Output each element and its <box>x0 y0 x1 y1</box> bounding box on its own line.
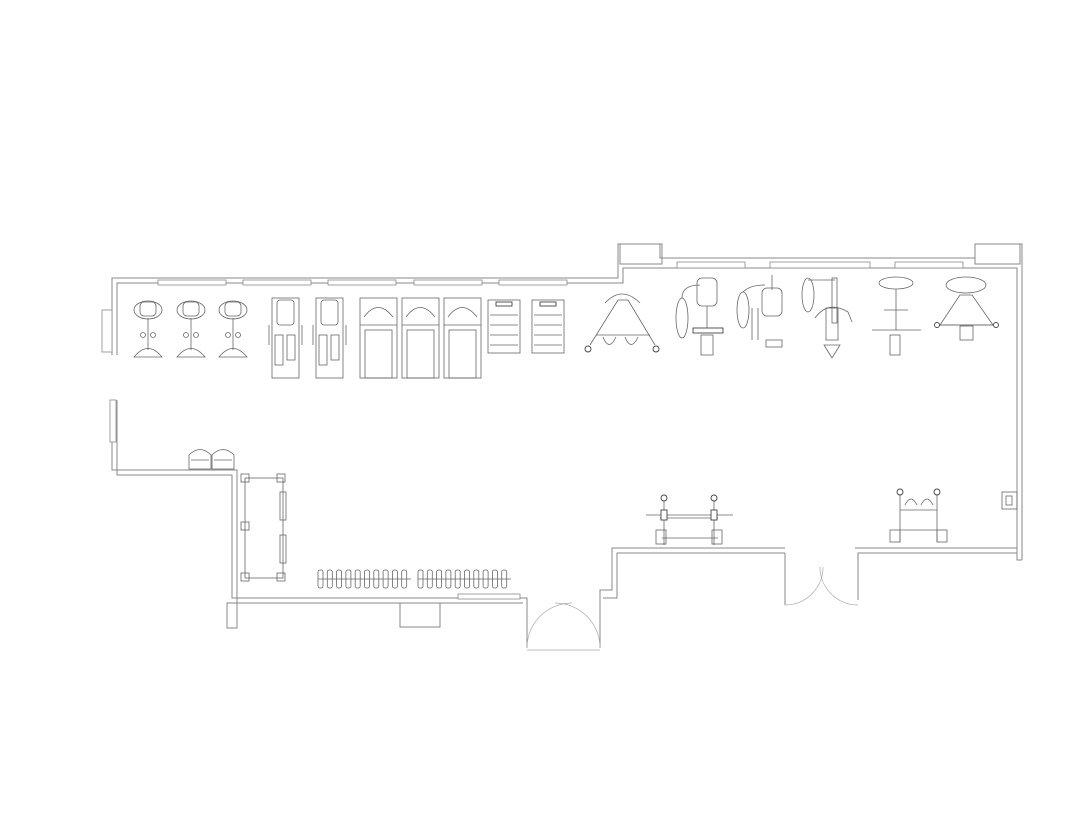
upright-bike-icon <box>218 300 248 358</box>
windows <box>101 261 964 600</box>
treadmill-icon <box>443 297 482 379</box>
storage-rack-icon <box>240 473 287 582</box>
stair-climber-icon <box>487 299 521 354</box>
upright-bike-icon <box>176 300 206 358</box>
water-fountain-icon <box>1001 491 1018 510</box>
squat-rack-icon <box>889 488 948 543</box>
walls <box>111 243 1023 648</box>
multi-station-icon <box>934 276 999 341</box>
entrance-door[interactable] <box>784 566 859 606</box>
leg-machine-icon <box>872 276 921 356</box>
chair-icon <box>211 449 235 470</box>
cable-crossover-icon <box>584 293 660 353</box>
dumbbell-rack-icon <box>317 569 411 589</box>
elliptical-icon <box>268 297 303 379</box>
chair-icon <box>188 449 212 470</box>
dumbbell-rack-icon <box>417 569 511 589</box>
equipment <box>133 275 1018 589</box>
elliptical-icon <box>312 297 347 379</box>
lat-pulldown-icon <box>801 277 853 359</box>
weight-bench-icon <box>646 494 733 545</box>
shoulder-press-icon <box>736 275 783 348</box>
entrance-door[interactable] <box>526 602 601 651</box>
treadmill-icon <box>359 297 398 379</box>
stair-climber-icon <box>531 299 565 354</box>
chest-press-icon <box>675 277 724 356</box>
upright-bike-icon <box>133 300 163 358</box>
treadmill-icon <box>401 297 440 379</box>
